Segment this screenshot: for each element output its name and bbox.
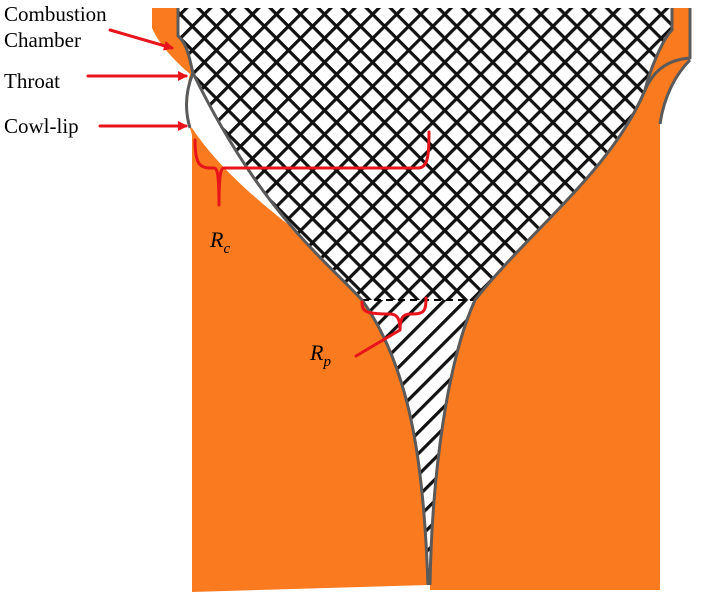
left-cowl-body bbox=[152, 8, 428, 592]
left-plug-contour bbox=[191, 72, 430, 586]
rc-bracket bbox=[193, 130, 431, 207]
diagonal-hatched-region bbox=[362, 300, 475, 585]
rp-label: Rp bbox=[309, 340, 331, 370]
rp-symbol: R bbox=[309, 340, 324, 365]
rc-label: Rc bbox=[209, 227, 230, 257]
throat-label: Throat bbox=[4, 69, 60, 93]
combustion-chamber-label-line2: Chamber bbox=[4, 28, 81, 52]
left-wall-outline bbox=[176, 8, 195, 129]
right-cowl-body bbox=[430, 8, 690, 590]
cowl-lip-label: Cowl-lip bbox=[4, 114, 79, 138]
combustion-chamber-arrow bbox=[108, 28, 174, 51]
rc-subscript: c bbox=[223, 241, 230, 257]
right-cowl-inner-edge bbox=[658, 58, 692, 125]
rp-subscript: p bbox=[322, 354, 331, 370]
rc-symbol: R bbox=[209, 227, 224, 252]
right-plug-contour bbox=[428, 89, 647, 586]
rp-leader bbox=[354, 328, 402, 358]
cross-hatched-region bbox=[178, 8, 672, 300]
right-wall-outline bbox=[643, 8, 692, 92]
combustion-chamber-label-line1: Combustion bbox=[4, 2, 107, 26]
